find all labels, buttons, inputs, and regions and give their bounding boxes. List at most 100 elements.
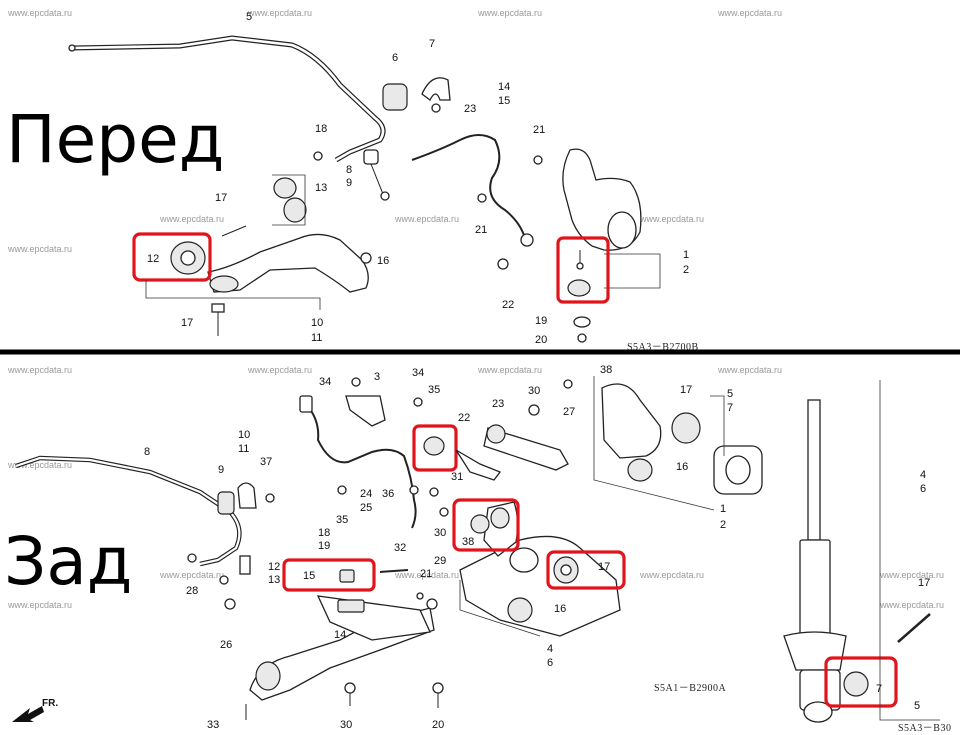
label-front: Перед	[6, 101, 224, 178]
callout: 30	[434, 527, 446, 539]
callout: 16	[676, 461, 688, 473]
front-section	[68, 35, 661, 343]
bolt-34-right	[413, 397, 423, 407]
rear-hub-carrier	[601, 383, 662, 459]
bushing-holder-7	[421, 77, 451, 101]
rear-section	[15, 376, 763, 720]
stabilizer-bushing-6	[382, 83, 408, 111]
front-stabilizer-bar-inner	[71, 36, 385, 162]
bolt-head	[211, 303, 225, 313]
callout: 36	[382, 488, 394, 500]
bar-end	[68, 44, 76, 52]
nut-16	[360, 252, 372, 264]
bushing-35	[423, 436, 445, 456]
callout: 12	[147, 253, 159, 265]
fr-label: FR.	[42, 698, 58, 709]
callout: 34	[319, 376, 331, 388]
callout: 21	[533, 124, 545, 136]
callout: 18	[315, 123, 327, 135]
nut-26	[224, 598, 236, 610]
watermark: www.epcdata.ru	[159, 570, 224, 580]
callout: 9	[218, 464, 224, 476]
bolt-22	[497, 258, 509, 270]
callout: 31	[451, 471, 463, 483]
callout: 34	[412, 367, 424, 379]
hub-bearing-bore	[725, 455, 751, 485]
callout: 23	[464, 103, 476, 115]
callout: 5	[246, 11, 252, 23]
callout: 30	[528, 385, 540, 397]
bolt-21-rear	[416, 592, 424, 600]
callout: 13	[315, 182, 327, 194]
watermark: www.epcdata.ru	[717, 365, 782, 375]
callout: 14	[498, 81, 510, 93]
callout: 17	[598, 561, 610, 573]
hub-bore	[509, 547, 539, 573]
callout: 24	[360, 488, 372, 500]
bolt-21-upper	[533, 155, 543, 165]
callout: 2	[683, 264, 689, 276]
callout: 19	[318, 540, 330, 552]
diagram-code-rear: S5A1－B2900A	[654, 683, 726, 694]
callout: 38	[462, 536, 474, 548]
highlight-bushing-17	[546, 550, 626, 590]
callout: 17	[918, 577, 930, 589]
watermark: www.epcdata.ru	[7, 244, 72, 254]
shock-body-upper	[799, 539, 831, 641]
callout: 33	[207, 719, 219, 731]
bushing-17-carrier	[671, 412, 701, 444]
leader-shock	[879, 380, 940, 721]
stabilizer-link	[363, 149, 379, 165]
rear-knuckle-lower	[459, 535, 621, 637]
watermark: www.epcdata.ru	[7, 365, 72, 375]
front-callouts: 5 6 7 23 18 14 15 21 8 9 13 17 12 16 21 …	[147, 11, 699, 353]
callout: 15	[303, 570, 315, 582]
diagram-code-front: S5A3－B2700B	[627, 342, 699, 353]
front-direction-marker: FR.	[12, 698, 58, 722]
callout: 21	[475, 224, 487, 236]
callout: 8	[346, 164, 352, 176]
bolt-20-head	[432, 682, 444, 694]
callout: 5	[727, 388, 733, 400]
abs-sensor	[520, 233, 534, 247]
leader-bracket-13	[272, 174, 306, 226]
highlight-ball-joint	[556, 236, 610, 304]
trailing-arm-bushing	[255, 661, 281, 691]
callout: 2	[720, 519, 726, 531]
callout: 17	[680, 384, 692, 396]
watermark: www.epcdata.ru	[247, 8, 312, 18]
callout: 7	[727, 402, 733, 414]
bushing-13-upper	[273, 177, 297, 199]
clip-20	[577, 333, 587, 343]
shock-bushing-7	[843, 671, 869, 697]
leader-10-11	[145, 280, 321, 310]
bushing-15	[339, 569, 355, 583]
bolt-36	[409, 485, 419, 495]
watermark: www.epcdata.ru	[7, 600, 72, 610]
callout: 6	[920, 483, 926, 495]
callout: 27	[563, 406, 575, 418]
link-joint	[380, 191, 390, 201]
callout: 20	[535, 334, 547, 346]
arm-plate	[337, 599, 365, 613]
bolt-37	[265, 493, 275, 503]
knuckle-bore	[607, 211, 637, 249]
shock-spring-seat	[783, 631, 847, 671]
callout: 11	[238, 443, 249, 455]
callout: 12	[268, 561, 280, 573]
bolt-31	[429, 487, 439, 497]
boot-19	[573, 316, 591, 328]
callout: 35	[336, 514, 348, 526]
callout: 10	[311, 317, 323, 329]
rear-bushing-holder	[237, 482, 257, 509]
bolt-35-lower	[337, 485, 347, 495]
arm-bushing	[209, 275, 239, 293]
nut-18	[313, 151, 323, 161]
callout: 22	[502, 299, 514, 311]
link-rod	[370, 163, 384, 195]
callout: 3	[374, 371, 380, 383]
shock-absorber	[783, 380, 940, 723]
nut-28	[187, 553, 197, 563]
bushing-16-carrier	[627, 458, 653, 482]
rear-callouts: 34 3 34 35 30 27 38 17 5 7 22 23 8 10 11…	[144, 364, 733, 731]
